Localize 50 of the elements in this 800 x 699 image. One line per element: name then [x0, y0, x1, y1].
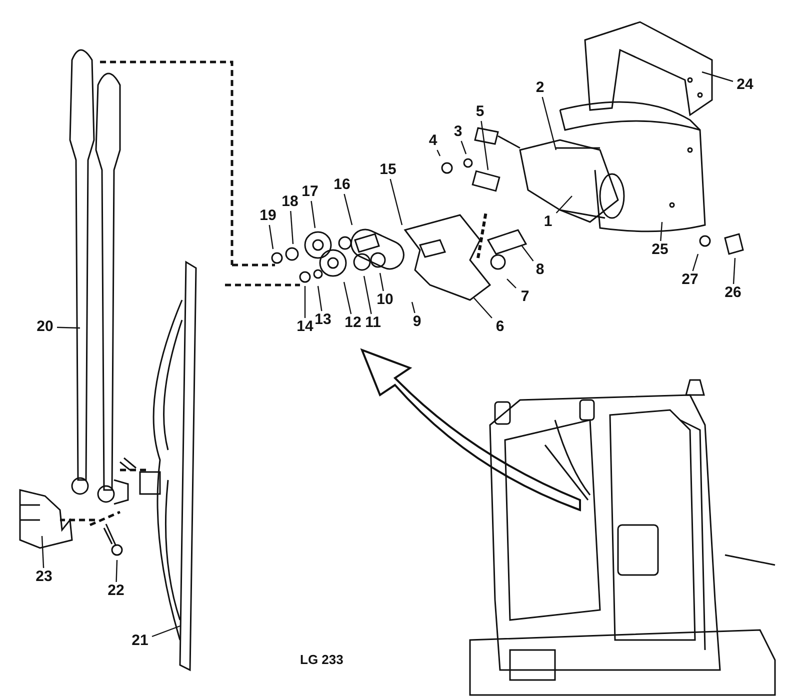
callout-number: 15 [376, 161, 400, 179]
leader-line [268, 224, 274, 250]
callout-number: 6 [488, 318, 512, 336]
leader-line [522, 246, 534, 262]
callout-number: 14 [293, 318, 317, 336]
leader-line [542, 96, 557, 150]
leader-line [506, 278, 516, 288]
leader-line [732, 258, 736, 284]
leader-line [474, 298, 492, 318]
callout-number: 27 [678, 271, 702, 289]
leader-line [692, 254, 699, 272]
leader-line [56, 326, 80, 329]
leader-line [702, 71, 734, 82]
callout-number: 1 [536, 213, 560, 231]
leader-line [379, 272, 384, 292]
leader-line [310, 200, 316, 228]
callout-number: 19 [256, 207, 280, 225]
leader-line [480, 120, 489, 170]
callout-number: 24 [733, 76, 757, 94]
leader-line [41, 536, 44, 568]
leader-line [344, 194, 353, 226]
leader-line [304, 286, 306, 318]
leader-line [363, 276, 372, 314]
callout-number: 3 [446, 123, 470, 141]
callout-number: 23 [32, 568, 56, 586]
leader-line [152, 625, 180, 638]
leader-line [390, 178, 403, 226]
leader-line [343, 282, 352, 314]
leader-line [660, 222, 663, 242]
leader-line [411, 302, 416, 314]
callout-number: 10 [373, 291, 397, 309]
leader-line [556, 196, 572, 214]
callout-number: 8 [528, 261, 552, 279]
leader-line [436, 150, 441, 156]
callout-number: 26 [721, 284, 745, 302]
leader-line [460, 140, 467, 154]
callout-number: 9 [405, 313, 429, 331]
callout-number: 22 [104, 582, 128, 600]
callout-number: 5 [468, 103, 492, 121]
callout-number: 2 [528, 79, 552, 97]
callout-number: 16 [330, 176, 354, 194]
callout-number: 25 [648, 241, 672, 259]
leader-line [290, 210, 294, 244]
leader-line [317, 286, 322, 312]
callout-number: 7 [513, 288, 537, 306]
callout-number: 4 [421, 132, 445, 150]
drawing-code: LG 233 [300, 652, 344, 667]
leader-line [116, 560, 118, 582]
callout-number: 21 [128, 632, 152, 650]
callout-number: 20 [33, 318, 57, 336]
